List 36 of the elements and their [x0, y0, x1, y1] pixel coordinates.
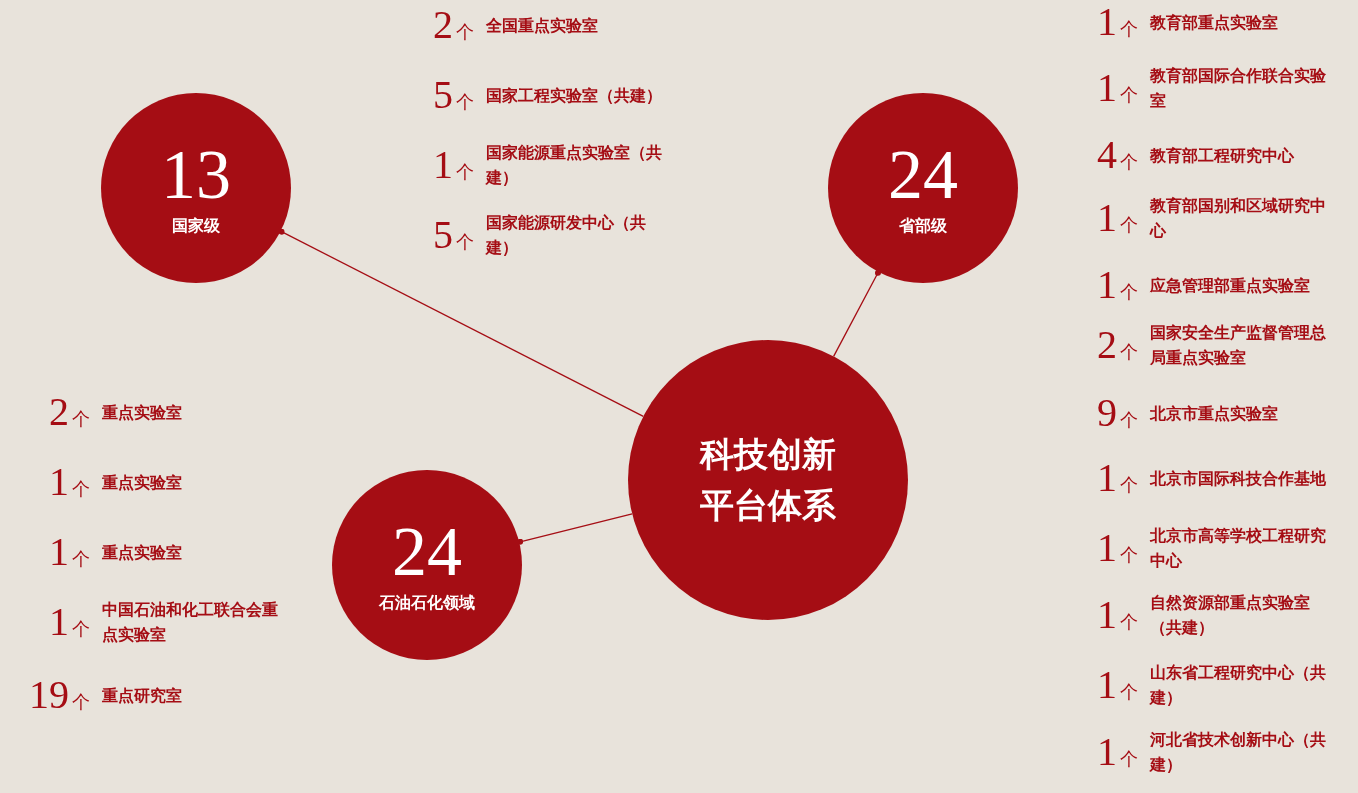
platform-title: 科技创新平台体系: [698, 433, 837, 527]
count-number: 24: [888, 139, 958, 210]
platform-name: 国家能源研发中心（共建）: [486, 212, 647, 259]
platform-name: 国家安全生产监督管理总局重点实验室: [1150, 322, 1327, 369]
platform-name: 全国重点实验室: [486, 14, 599, 37]
platform-name: 北京市重点实验室: [1150, 402, 1279, 425]
count-label: 5个: [432, 75, 474, 115]
category-label: 省部级: [899, 215, 947, 237]
platform-name: 教育部工程研究中心: [1150, 144, 1295, 167]
platform-name: 教育部重点实验室: [1150, 11, 1279, 34]
platform-name: 国家能源重点实验室（共建）: [486, 142, 663, 189]
platform-name: 教育部国别和区域研究中心: [1150, 195, 1327, 242]
platform-name: 应急管理部重点实验室: [1150, 274, 1311, 297]
category-label: 石油石化领域: [379, 592, 475, 614]
connector-line: [278, 228, 644, 417]
connector-line: [833, 269, 881, 357]
count-label: 5个: [432, 215, 474, 255]
platform-name: 重点实验室: [102, 471, 183, 494]
platform-name: 重点实验室: [102, 401, 183, 424]
platform-name: 北京市国际科技合作基地: [1150, 467, 1327, 490]
platform-name: 山东省工程研究中心（共建）: [1150, 662, 1327, 709]
count-number: 13: [161, 139, 231, 210]
platform-name: 重点研究室: [102, 684, 183, 707]
count-number: 24: [392, 516, 462, 587]
platform-name: 国家工程实验室（共建）: [486, 84, 663, 107]
platform-name: 中国石油和化工联合会重点实验室: [102, 599, 279, 646]
platform-name: 自然资源部重点实验室（共建）: [1150, 592, 1311, 639]
connector-line: [517, 513, 633, 545]
category-label: 国家级: [172, 215, 220, 237]
platform-name: 重点实验室: [102, 541, 183, 564]
platform-name: 教育部国际合作联合实验室: [1150, 65, 1327, 112]
platform-name: 河北省技术创新中心（共建）: [1150, 729, 1327, 776]
count-label: 4个: [1096, 135, 1138, 175]
count-label: 9个: [1096, 393, 1138, 433]
platform-name: 北京市高等学校工程研究中心: [1150, 525, 1327, 572]
count-label: 19个: [28, 675, 90, 715]
